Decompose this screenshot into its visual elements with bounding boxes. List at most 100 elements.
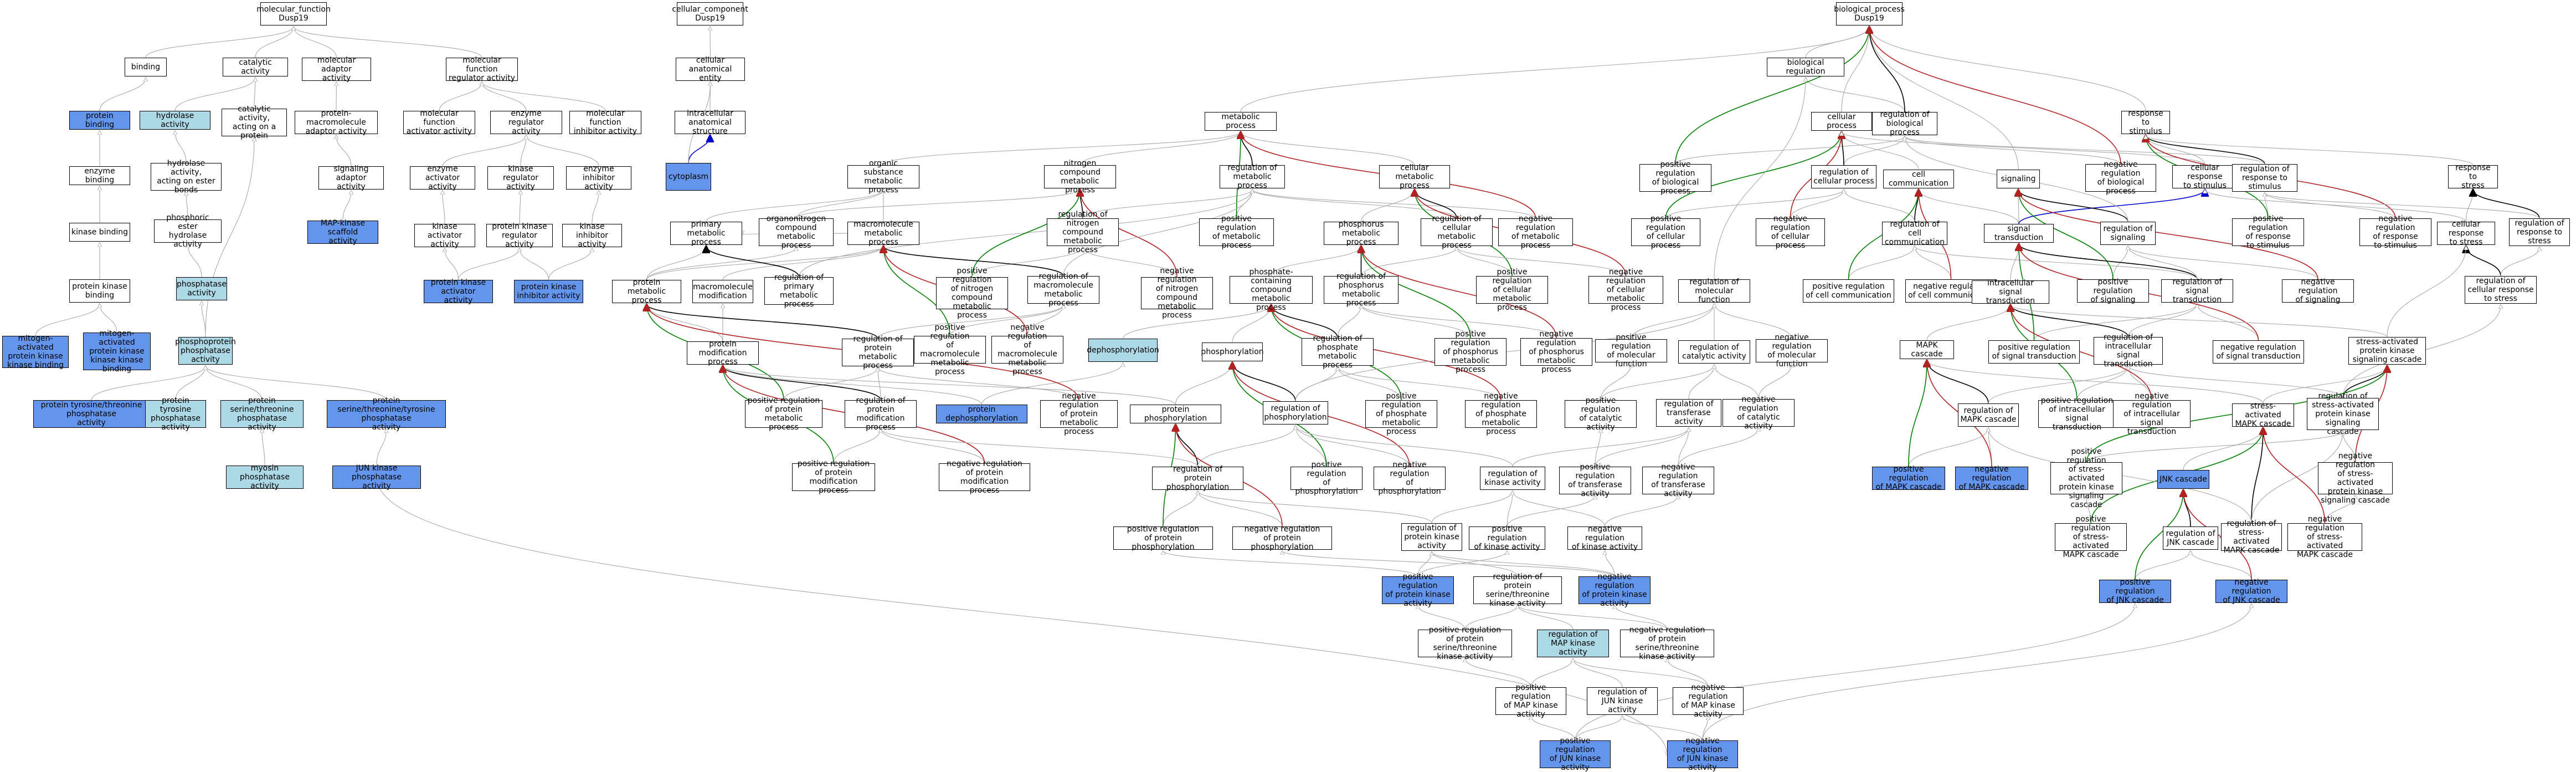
go-term-posregtransf: positive regulation of transferase activ…	[1559, 463, 1631, 498]
edge-isa	[205, 366, 387, 401]
edge-negreg	[1361, 246, 1557, 339]
go-term-posregphosphmet: positive regulation of phosphate metabol…	[1365, 392, 1437, 436]
go-term-posregintrasig: positive regulation of intracellular sig…	[2038, 396, 2116, 432]
edge-isa	[646, 247, 796, 280]
edge-regulates	[2251, 428, 2263, 524]
edge-isa	[175, 366, 205, 401]
go-term-posregsapk: positive regulation of stress-activated …	[2050, 447, 2122, 509]
edge-isa	[2387, 246, 2466, 338]
edge-regulates	[2183, 490, 2191, 527]
edge-negreg	[2018, 190, 2318, 280]
go-term-regcatact: regulation of catalytic activity	[1678, 340, 1750, 364]
go-term-protdephos: protein dephosphorylation	[936, 405, 1027, 423]
go-term-negregprotmod: negative regulation of protein modificat…	[939, 459, 1030, 495]
edge-isa	[1841, 27, 1869, 113]
go-term-posregpkact: positive regulation of protein kinase ac…	[1382, 572, 1454, 608]
edge-isa	[342, 191, 351, 221]
go-term-posregmacromet: positive regulation of macromolecule met…	[914, 323, 986, 376]
go-term-regcellrespstress: regulation of cellular response to stres…	[2465, 276, 2537, 304]
go-term-posregprotmet: positive regulation of protein metabolic…	[745, 396, 822, 432]
go-term-negregintrasig: negative regulation of intracellular sig…	[2113, 392, 2191, 436]
edge-isa	[520, 248, 549, 280]
edge-posreg	[971, 190, 1080, 278]
edge-isa	[1122, 305, 1272, 339]
edge-isa	[1506, 495, 1595, 527]
go-term-ptyr: protein tyrosine phosphatase activity	[145, 396, 206, 432]
edge-posreg	[1665, 132, 1842, 219]
edge-isa	[1457, 247, 1513, 277]
go-term-cellrespstim: cellular response to stimulus	[2172, 163, 2238, 190]
edge-isa	[336, 135, 352, 167]
edge-isa	[2265, 193, 2540, 219]
edge-isa	[795, 190, 1081, 219]
edge-isa	[205, 137, 254, 338]
go-term-hydrolase: hydrolase activity	[140, 111, 210, 130]
edge-isa	[1988, 366, 2128, 404]
edge-isa	[174, 78, 255, 111]
edge-isa	[1843, 136, 1905, 166]
edge-isa	[1295, 426, 1327, 467]
edge-isa	[1361, 305, 1471, 339]
go-term-regmapk: regulation of MAPK cascade	[1958, 403, 2019, 427]
go-term-posregmf: positive regulation of molecular functio…	[1595, 333, 1667, 369]
go-term-protmet: protein metabolic process	[612, 278, 681, 305]
edge-isa	[99, 78, 146, 111]
edge-isa	[1842, 132, 2205, 166]
edge-isa	[646, 246, 884, 280]
edge-isa	[1163, 551, 1418, 577]
edge-isa	[971, 247, 1083, 278]
edge-isa	[1908, 428, 1988, 467]
edge-isa	[1622, 716, 1703, 741]
edge-isa	[1869, 27, 2019, 170]
go-term-negregpsthkin: negative regulation of protein serine/th…	[1620, 626, 1714, 661]
edge-isa	[1595, 428, 1689, 467]
go-term-protmod: protein modification process	[687, 340, 759, 366]
edge-regulates	[2146, 135, 2265, 165]
edge-isa	[1927, 360, 2264, 404]
go-term-regjnkact: regulation of JUN kinase activity	[1587, 687, 1658, 715]
go-term-regncmp: regulation of nitrogen compound metaboli…	[1047, 210, 1119, 254]
go-term-catalytic: catalytic activity	[223, 58, 288, 76]
go-term-bp: biological_process Dusp19	[1834, 2, 1905, 25]
go-term-psth: protein serine/threonine phosphatase act…	[220, 396, 304, 432]
edge-isa	[2076, 366, 2128, 401]
edge-partof	[688, 135, 710, 163]
go-term-ptpty: protein tyrosine/threonine phosphatase a…	[33, 400, 150, 428]
edge-isa	[1198, 491, 1283, 527]
edge-isa	[2128, 246, 2198, 280]
go-term-protbind: protein binding	[69, 111, 130, 130]
edge-isa	[833, 429, 881, 464]
go-term-negregcatact: negative regulation of catalytic activit…	[1723, 395, 1795, 431]
go-term-primmet: primary metabolic process	[670, 220, 742, 247]
edge-isa	[877, 305, 1063, 339]
edge-isa	[255, 27, 294, 58]
go-term-phoscont: phosphate-containing compound metabolic …	[1230, 268, 1313, 312]
go-term-posregpsthkin: positive regulation of protein serine/th…	[1418, 626, 1512, 661]
edge-isa	[91, 366, 205, 401]
go-term-negregjnk: negative regulation of JNK cascade	[2215, 578, 2287, 605]
go-term-regpkact: regulation of protein kinase activity	[1401, 523, 1462, 551]
edge-isa	[445, 248, 459, 280]
edge-isa	[376, 477, 1667, 755]
edge-isa	[1714, 365, 1759, 400]
go-term-biolreg: biological regulation	[1767, 58, 1844, 76]
go-term-posregphosmet: positive regulation of phosphorus metabo…	[1434, 330, 1506, 374]
edge-regulates	[2466, 246, 2501, 277]
go-term-pkact: protein kinase activator activity	[424, 278, 493, 305]
edge-isa	[1027, 305, 1063, 336]
edge-isa	[2135, 551, 2191, 580]
go-term-binding: binding	[125, 58, 167, 76]
go-term-phosphatase: phosphatase activity	[176, 277, 227, 300]
go-term-enzbind: enzyme binding	[69, 166, 130, 185]
edge-isa	[2010, 244, 2019, 281]
edge-isa	[2265, 193, 2396, 219]
edge-isa	[35, 304, 100, 336]
go-term-negregmapkact: negative regulation of MAP kinase activi…	[1673, 683, 1744, 719]
edge-posreg	[2135, 490, 2183, 580]
go-term-hydroester: hydrolase activity, acting on ester bond…	[151, 159, 222, 195]
go-term-posregmet: positive regulation of metabolic process	[1199, 214, 1274, 250]
edge-isa	[443, 191, 445, 224]
go-term-orgnit: organonitrogen compound metabolic proces…	[759, 214, 834, 250]
go-term-mapk: MAPK cascade	[1900, 340, 1954, 359]
